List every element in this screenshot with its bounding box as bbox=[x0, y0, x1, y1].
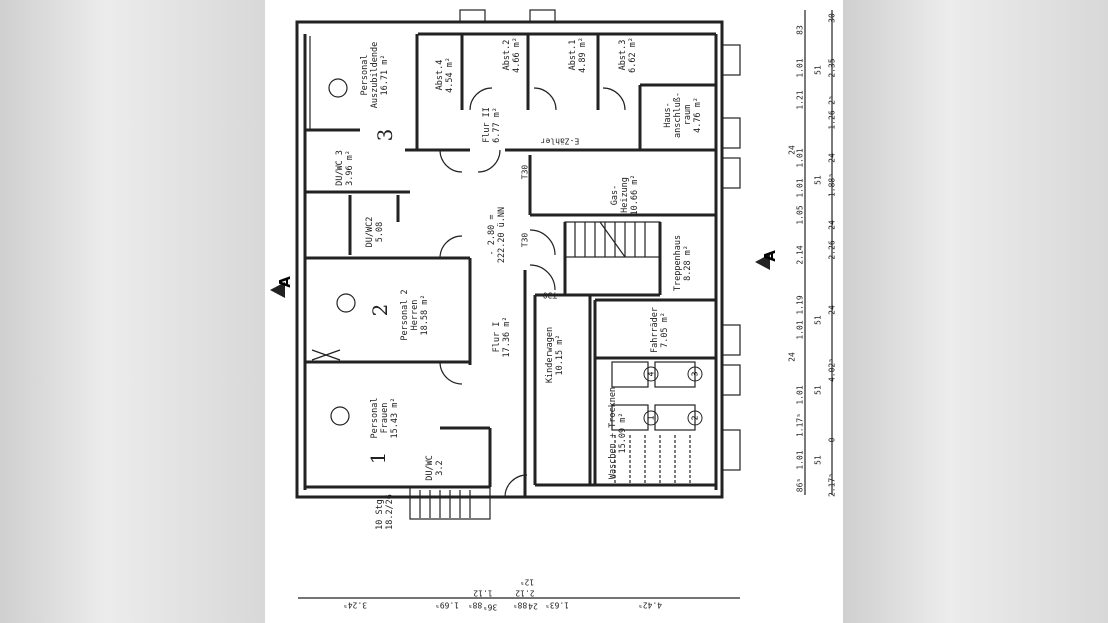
machine-number: 3 bbox=[687, 366, 703, 382]
dimension-value: 88⁵ bbox=[467, 600, 483, 610]
dimension-value: 2⁵ bbox=[827, 95, 837, 105]
dimension-value: 2.14 bbox=[795, 245, 805, 265]
dimension-value: 24 bbox=[827, 153, 837, 163]
dimension-value: 2.12 bbox=[515, 588, 535, 598]
section-marker-a: A bbox=[761, 250, 779, 262]
machine-number: 2 bbox=[687, 410, 703, 426]
dimension-value: 83 bbox=[795, 25, 805, 35]
dimension-value: 24 bbox=[528, 601, 538, 611]
outer-wall bbox=[295, 20, 724, 499]
dimension-value: 51 bbox=[813, 455, 823, 465]
handwritten-number: 3 bbox=[373, 128, 397, 142]
dimension-value: 1.12 bbox=[473, 588, 493, 598]
dimension-value: 51 bbox=[813, 315, 823, 325]
dimension-value: 51 bbox=[813, 65, 823, 75]
dimension-value: 2.35 bbox=[827, 58, 837, 78]
dimension-value: 86⁵ bbox=[795, 477, 805, 493]
section-marker-a: A bbox=[276, 276, 294, 288]
fire-door-label: T30 bbox=[542, 290, 558, 300]
floor-plan-sheet bbox=[265, 0, 843, 623]
dimension-value: 4.42⁵ bbox=[637, 600, 663, 610]
dimension-value: 24 bbox=[827, 305, 837, 315]
stairs-label: 10 Stg.18.2/26 bbox=[375, 494, 395, 530]
dimension-value: 24 bbox=[827, 220, 837, 230]
fire-door-label: T30 bbox=[520, 164, 530, 180]
dimension-value: 1.88⁵ bbox=[827, 172, 837, 198]
blurred-background-left bbox=[0, 0, 265, 623]
fire-door-label: T30 bbox=[520, 232, 530, 248]
dimension-value: 1.01 bbox=[795, 320, 805, 340]
dimension-value: 51 bbox=[813, 175, 823, 185]
dimension-value: 88⁵ bbox=[512, 600, 528, 610]
dimension-value: 51 bbox=[813, 385, 823, 395]
dimension-value: 1.01 bbox=[795, 148, 805, 168]
dimension-value: 12⁵ bbox=[519, 577, 535, 587]
dimension-value: 3.24⁵ bbox=[342, 600, 368, 610]
dimension-value: 30 bbox=[827, 13, 837, 23]
dimension-value: 1.19 bbox=[795, 295, 805, 315]
machine-number: 4 bbox=[643, 366, 659, 382]
dimension-value: 4.02⁵ bbox=[827, 357, 837, 383]
dimension-value: 1.17⁵ bbox=[795, 412, 805, 438]
floor-level-label: - 2.80 =222.20 ü.NN bbox=[487, 206, 507, 264]
dimension-value: 1.26 bbox=[827, 110, 837, 130]
dimension-value: 36⁵ bbox=[482, 602, 498, 612]
dimension-value: 2.26 bbox=[827, 240, 837, 260]
dimension-value: 1.01 bbox=[795, 178, 805, 198]
section-marker-arrows bbox=[270, 254, 770, 298]
dimension-value: 1.69⁵ bbox=[434, 600, 460, 610]
dimension-value: 1.01 bbox=[795, 385, 805, 405]
handwritten-number: 2 bbox=[368, 303, 392, 317]
dimension-value: 1.05 bbox=[795, 205, 805, 225]
dimension-value: 24 bbox=[787, 352, 797, 362]
dimension-value: 1.01 bbox=[795, 58, 805, 78]
dimension-value: 1.21 bbox=[795, 90, 805, 110]
dimension-value: 2.17⁵ bbox=[827, 472, 837, 498]
handwritten-number: 1 bbox=[366, 451, 390, 465]
dimension-value: 0 bbox=[827, 437, 837, 443]
machine-number: 1 bbox=[643, 410, 659, 426]
dimension-value: 1.63⁵ bbox=[544, 600, 570, 610]
dimension-value: 1.01 bbox=[795, 450, 805, 470]
blurred-background-right bbox=[843, 0, 1108, 623]
e-zaehler-label: E-Zähler bbox=[540, 136, 580, 146]
